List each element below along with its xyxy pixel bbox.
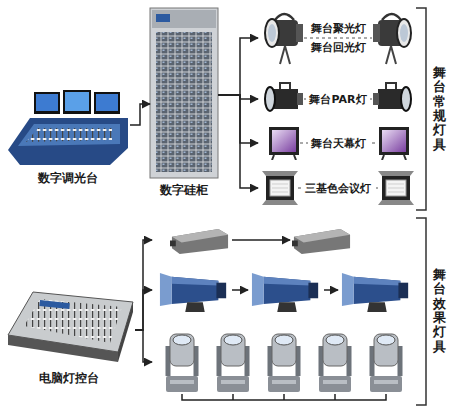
drawing-part [304, 38, 372, 39]
signal-arrow [218, 95, 258, 188]
lamp-row: 舞台聚光灯舞台回光灯 [258, 10, 418, 66]
drawing-part [373, 83, 411, 111]
lamp-group: 舞台效果灯具 [152, 215, 448, 407]
drawing-part [156, 32, 212, 172]
drawing-part [342, 273, 408, 312]
node-label: 数字调光台 [38, 171, 98, 186]
node-label: 舞台天幕灯 [308, 137, 369, 150]
drawing-part [166, 334, 198, 392]
signal-arrow [135, 330, 152, 362]
drawing-part [96, 94, 118, 111]
drawing-part [152, 10, 216, 28]
drawing-part [39, 300, 69, 309]
drawing-part [324, 289, 338, 291]
node-label: 电脑灯控台 [39, 371, 99, 386]
drawing-part [265, 14, 303, 64]
drawing-part [373, 14, 411, 64]
drawing-part [156, 14, 170, 22]
group-bracket [416, 218, 426, 405]
device-node: 数字硅柜 [150, 8, 218, 200]
drawing-part [217, 334, 249, 392]
node-label: 舞台聚光灯 [308, 22, 369, 35]
signal-arrow [130, 104, 150, 125]
computer-console [8, 292, 133, 362]
lamp-row: 三基色会议灯 [258, 168, 418, 208]
device-node: 数字调光台 [5, 88, 130, 188]
node-label: 数字硅柜 [160, 183, 208, 198]
drawing-part [262, 171, 298, 205]
effect-lamps [160, 229, 408, 400]
drawing-part [292, 229, 350, 254]
drawing-part [252, 273, 318, 312]
drawing-part [94, 92, 120, 114]
group-label: 舞台效果灯具 [433, 268, 446, 354]
conventional-lamps [262, 14, 414, 205]
drawing-part [18, 124, 120, 146]
lamp-row: 舞台PAR灯 [258, 80, 418, 118]
drawing-part [150, 8, 218, 178]
node-label: 舞台回光灯 [308, 41, 369, 54]
signal-arrow [218, 95, 258, 143]
drawing-part [319, 334, 351, 392]
device-node: 电脑灯控台 [3, 288, 135, 388]
drawing-part [265, 83, 303, 111]
drawing-part [36, 94, 58, 111]
drawing-part [232, 289, 248, 291]
group-label: 舞台常规灯具 [433, 66, 446, 152]
drawing-part [34, 92, 60, 114]
drawing-part [378, 171, 414, 205]
lamp-group: 舞台常规灯具 舞台聚光灯舞台回光灯舞台PAR灯舞台天幕灯三基色会议灯 [255, 5, 448, 213]
drawing-part [232, 239, 290, 241]
drawing-part [269, 127, 299, 160]
drawing-part [160, 273, 226, 312]
node-label: 舞台PAR灯 [306, 93, 369, 106]
lamp-row: 舞台天幕灯 [258, 124, 418, 162]
drawing-part [268, 334, 300, 392]
drawing-part [370, 334, 402, 392]
drawing-part [24, 299, 122, 343]
drawing-part [170, 229, 228, 254]
signal-arrow [218, 38, 258, 95]
signal-arrow [135, 290, 152, 330]
drawing-part [26, 128, 112, 142]
drawing-part [65, 92, 89, 111]
drawing-part [63, 90, 91, 114]
signal-arrow [135, 240, 152, 330]
dimmer-console [8, 90, 128, 165]
node-label: 三基色会议灯 [302, 182, 374, 195]
drawing-part [8, 118, 128, 165]
drawing-part [379, 127, 409, 160]
dimmer-cabinet [150, 8, 218, 178]
drawing-part [182, 394, 386, 400]
group-bracket [416, 8, 426, 210]
